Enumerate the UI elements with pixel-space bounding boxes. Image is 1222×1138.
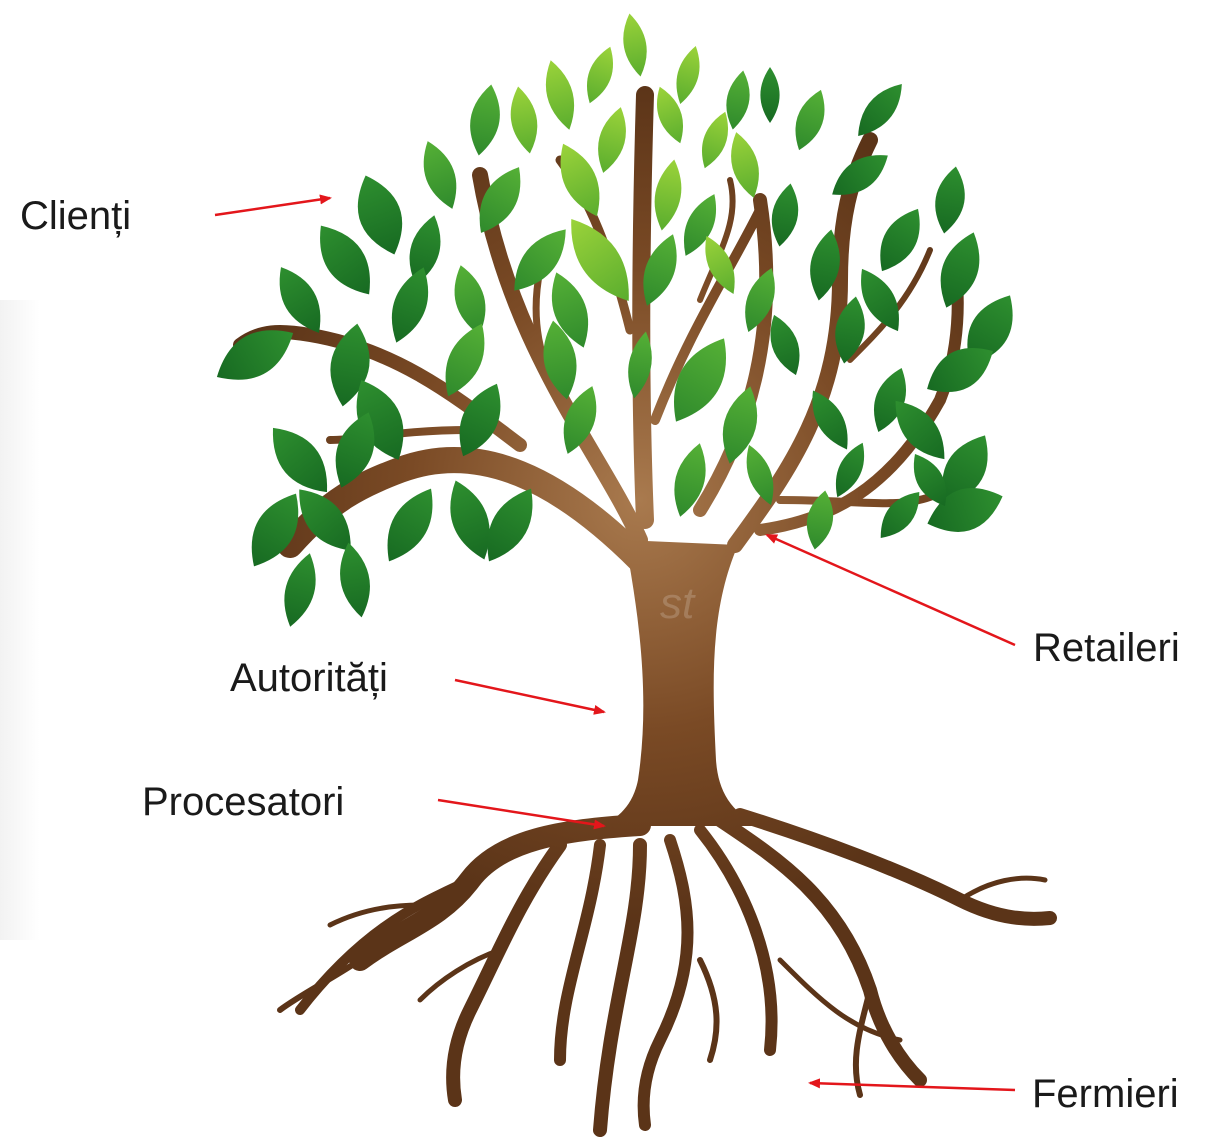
leaf (487, 488, 533, 562)
leaf (705, 235, 735, 295)
tree-roots (277, 808, 1057, 1137)
leaf (942, 435, 988, 505)
leaf (858, 83, 902, 137)
leaf (335, 412, 375, 488)
leaf (284, 553, 316, 627)
arrow-procesatori (437, 798, 606, 830)
leaf (657, 86, 683, 144)
leaf (560, 143, 600, 217)
leaf (880, 492, 920, 538)
leaf (623, 13, 647, 77)
arrow-autoritati (454, 678, 606, 715)
leaf (745, 268, 775, 332)
leaf (510, 86, 538, 154)
leaf (654, 159, 682, 231)
leaf (746, 444, 774, 506)
leaf (643, 234, 677, 306)
leaf (356, 380, 404, 460)
arrow-fermieri (808, 1078, 1016, 1092)
leaf (770, 314, 800, 376)
leaf (598, 107, 626, 173)
leaf (812, 390, 848, 450)
leaf (543, 320, 577, 400)
leaf (674, 443, 706, 517)
label-procesatori: Procesatori (142, 780, 345, 824)
leaf (935, 166, 965, 234)
label-clienti: Clienți (20, 194, 132, 238)
leaf (454, 265, 486, 335)
leaf (459, 383, 501, 457)
leaf (832, 155, 888, 195)
leaf (873, 368, 907, 432)
leaf (806, 490, 834, 550)
leaf (760, 67, 780, 123)
leaf (445, 323, 485, 397)
leaf (722, 386, 758, 464)
tree-trunk (598, 540, 760, 826)
leaf (628, 331, 652, 399)
leaf (674, 338, 726, 422)
leaf (880, 208, 920, 272)
leaf (409, 215, 441, 285)
leaf (251, 493, 299, 567)
leaf (423, 141, 457, 209)
leaf (551, 272, 589, 348)
leaf (571, 219, 629, 301)
leaf (927, 347, 993, 393)
leaf (450, 480, 490, 560)
leaf (683, 194, 717, 256)
leaf (587, 46, 613, 104)
leaf (795, 89, 825, 151)
leaf (545, 60, 575, 130)
leaf (895, 400, 945, 460)
leaf (835, 296, 865, 364)
leaf (913, 454, 947, 506)
leaf (279, 267, 321, 333)
leaf (927, 488, 1003, 532)
leaf (470, 84, 500, 156)
leaf (299, 489, 351, 551)
leaf (940, 232, 980, 308)
leaf (810, 229, 840, 301)
leaf (731, 132, 759, 198)
leaf (391, 267, 429, 343)
leaf (216, 330, 294, 380)
label-fermieri: Fermieri (1032, 1072, 1179, 1116)
leaf (272, 427, 328, 493)
leaf (514, 229, 566, 291)
leaf (702, 111, 728, 169)
leaf (835, 442, 865, 498)
tree-leaves (216, 13, 1013, 627)
arrow-retaileri (765, 533, 1016, 647)
arrows (214, 194, 1016, 1092)
leaf (357, 175, 403, 255)
leaf (676, 46, 700, 104)
leaf (387, 488, 433, 562)
leaf (320, 225, 370, 295)
leaf (771, 183, 799, 247)
leaf (726, 70, 750, 130)
leaf (340, 542, 370, 618)
label-autoritati: Autorități (230, 656, 388, 700)
label-retaileri: Retaileri (1033, 626, 1180, 670)
leaf (563, 386, 597, 454)
left-edge-shadow (0, 300, 40, 940)
watermark-text: st (660, 579, 696, 628)
leaf (479, 167, 521, 233)
leaf (861, 268, 899, 332)
arrow-clienti (214, 194, 332, 217)
leaf (967, 295, 1013, 365)
